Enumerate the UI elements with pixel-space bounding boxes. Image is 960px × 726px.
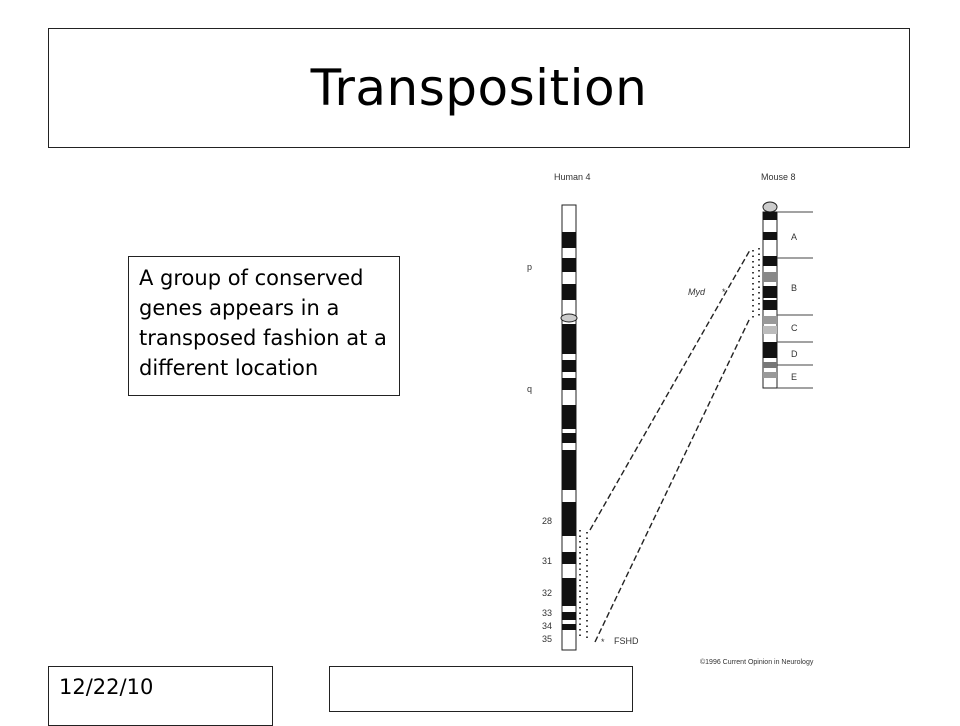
band-33-label: 33 (542, 608, 552, 618)
band-b-label: B (791, 283, 797, 293)
footer-center-box (329, 666, 633, 712)
human-chromosome-label: Human 4 (554, 172, 591, 182)
title-box: Transposition (48, 28, 910, 148)
arm-p-label: p (527, 262, 532, 272)
gene-fshd-label: FSHD (614, 636, 639, 646)
chromosome-figure: Human 4 Mouse 8 p q 28 31 (500, 160, 860, 680)
chromosome-diagram: Human 4 Mouse 8 p q 28 31 (527, 172, 814, 666)
band-32-label: 32 (542, 588, 552, 598)
slide-title: Transposition (310, 59, 648, 117)
human-chromosome (560, 204, 578, 651)
footer-date: 12/22/10 (48, 666, 273, 726)
transposition-lines (589, 249, 751, 643)
band-d-label: D (791, 349, 798, 359)
band-e-label: E (791, 372, 797, 382)
band-35-label: 35 (542, 634, 552, 644)
caption-text: A group of conserved genes appears in a … (139, 266, 387, 380)
mouse-conserved-region (752, 248, 760, 318)
caption-box: A group of conserved genes appears in a … (128, 256, 400, 396)
band-34-label: 34 (542, 621, 552, 631)
figure-copyright: ©1996 Current Opinion in Neurology (700, 658, 814, 666)
arm-q-label: q (527, 384, 532, 394)
gene-myd-label: Myd (688, 287, 706, 297)
band-a-label: A (791, 232, 797, 242)
myd-star-icon: * (722, 287, 726, 297)
band-28-label: 28 (542, 516, 552, 526)
fshd-star-icon: * (601, 637, 605, 647)
band-c-label: C (791, 323, 798, 333)
mouse-chromosome-label: Mouse 8 (761, 172, 796, 182)
mouse-band-dividers (777, 211, 813, 389)
band-31-label: 31 (542, 556, 552, 566)
human-conserved-region (579, 530, 588, 640)
mouse-chromosome (762, 201, 778, 389)
